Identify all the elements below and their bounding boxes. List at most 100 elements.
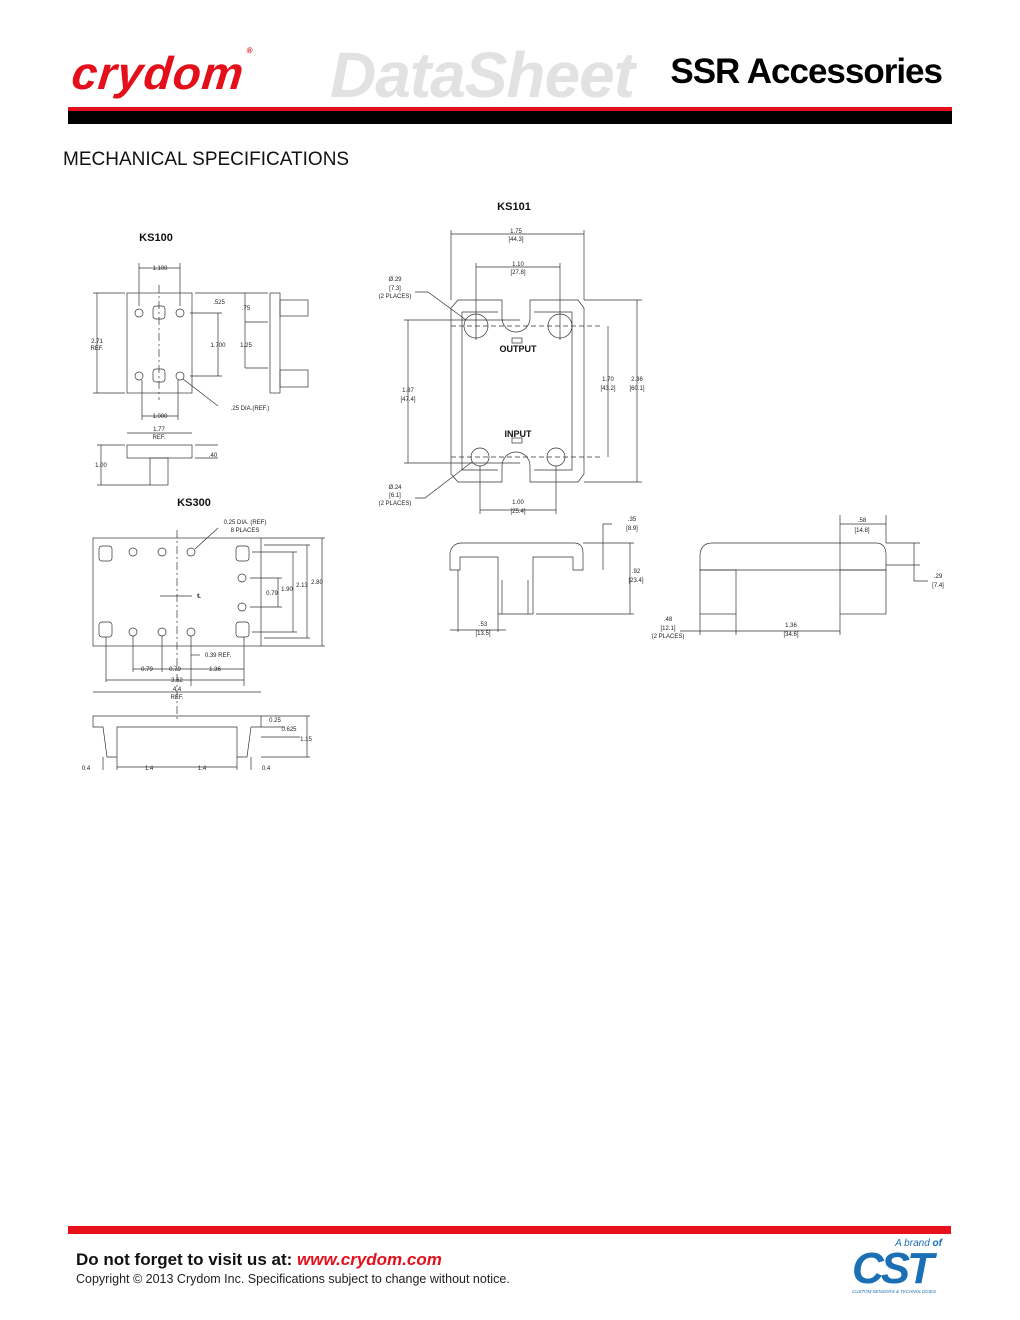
ks300-title: KS300	[177, 497, 211, 509]
dimension-label: [7.3]	[389, 286, 401, 292]
dimension-label: [13.5]	[475, 631, 490, 637]
header-black-bar	[68, 111, 952, 124]
dimension-label: 0.4	[82, 766, 91, 772]
dimension-label: 1.70	[602, 377, 614, 383]
dimension-label: 0.79	[169, 667, 181, 673]
dimension-label: [12.1]	[660, 626, 675, 632]
dim-75: .75	[242, 306, 251, 312]
ks100-plate	[126, 292, 193, 394]
dim-177: 1.77	[153, 427, 165, 433]
ks100-bottom-view	[126, 444, 193, 459]
dimension-label: 1.4	[145, 766, 154, 772]
output-label: OUTPUT	[500, 344, 538, 354]
dimension-label: .29	[934, 574, 943, 580]
dimension-label: .58	[858, 518, 867, 524]
dimension-label: 0.79	[266, 591, 278, 597]
datasheet-watermark: DataSheet	[330, 39, 635, 111]
dimension-label: [14.8]	[854, 528, 869, 534]
dimension-label: .48	[664, 617, 673, 623]
dimension-label: (2 PLACES)	[652, 634, 685, 640]
dimension-label: [23.4]	[628, 578, 643, 584]
dim-hole-dia: .25 DIA.(REF.)	[231, 406, 270, 412]
dimension-label: [7.4]	[932, 583, 944, 589]
ks300-drawing: KS300 0.25 DIA. (REF)8 PLACES 0.791.90 2…	[82, 497, 325, 772]
dimension-label: [44.3]	[508, 237, 523, 243]
website-link[interactable]: www.crydom.com	[297, 1250, 442, 1269]
ks101-front-view	[449, 542, 584, 615]
dimension-label: 0.79	[141, 667, 153, 673]
dim-271: 2.71	[91, 339, 103, 345]
dimension-label: 1.00	[512, 500, 524, 506]
dimension-label: 1.36	[785, 623, 797, 629]
dimension-label: 0.625	[281, 727, 297, 733]
input-label: INPUT	[505, 429, 533, 439]
cst-brand-logo: A brand of CST CUSTOM SENSORS & TECHNOLO…	[848, 1238, 948, 1298]
ks101-side-view	[699, 542, 887, 571]
header-red-bar	[68, 107, 952, 112]
ks101-outline	[450, 299, 585, 483]
ks100-drawing: KS100 1.100 2.71 REF. .525 1.700 .75 1.2…	[90, 232, 309, 486]
dimension-label: 1.10	[512, 262, 524, 268]
brand-prefix: A brand	[895, 1238, 933, 1249]
cst-logo-mark: CST	[852, 1244, 934, 1293]
visit-prefix: Do not forget to visit us at:	[76, 1250, 297, 1269]
dimension-label: 1.75	[510, 229, 522, 235]
dimension-label: [25.4]	[510, 509, 525, 515]
dimension-label: 1.4	[198, 766, 207, 772]
dimension-label: [60.1]	[629, 386, 644, 392]
dimension-label: 2.13	[296, 583, 308, 589]
ks101-drawing: KS101 OUTPUT INPUT 1.75 [44.3] 1.10 [27.8]…	[379, 201, 945, 640]
section-title: MECHANICAL SPECIFICATIONS	[63, 149, 350, 170]
dimension-label: 4.4	[173, 687, 182, 693]
dim-1000: 1.000	[152, 414, 168, 420]
copyright: Copyright © 2013 Crydom Inc. Specificati…	[76, 1272, 510, 1286]
dimension-label: .53	[479, 622, 488, 628]
dimension-label: [6.1]	[389, 493, 401, 499]
dimension-label: 2.80	[311, 580, 323, 586]
ks100-side-view	[269, 292, 281, 394]
dimension-label: ℄	[196, 594, 201, 600]
ks101-title: KS101	[497, 201, 531, 213]
dimension-label: 1.90	[281, 587, 293, 593]
dim-40: .40	[209, 453, 218, 459]
dimension-label: .35	[628, 517, 637, 523]
dimension-label: [27.8]	[510, 270, 525, 276]
dimension-label: Ø.29	[388, 277, 402, 283]
dimension-label: 0.25	[269, 718, 281, 724]
dim-525: .525	[213, 300, 225, 306]
brand-of: of	[932, 1238, 942, 1249]
ks100-holes	[134, 305, 185, 383]
dim-1700: 1.700	[210, 343, 226, 349]
dim-177-ref: REF.	[152, 435, 165, 441]
visit-line: Do not forget to visit us at: www.crydom…	[76, 1250, 442, 1270]
brand-tagline: A brand of	[895, 1238, 942, 1250]
dimension-label: (2 PLACES)	[379, 501, 412, 507]
cst-subtitle: CUSTOM SENSORS & TECHNOLOGIES	[852, 1289, 936, 1294]
document-title: SSR Accessories	[670, 52, 943, 91]
dimension-label: REF.	[170, 695, 183, 701]
dimension-label: 1.87	[402, 388, 414, 394]
dimension-label: 0.4	[262, 766, 271, 772]
dim-125: 1.25	[240, 343, 252, 349]
dim-100: 1.00	[95, 463, 107, 469]
footer-red-bar	[68, 1226, 951, 1234]
dimension-label: 0.39 REF.	[205, 653, 232, 659]
dimension-label: 0.25 DIA. (REF)	[224, 520, 267, 526]
ks100-title: KS100	[139, 232, 173, 244]
dim-271-ref: REF.	[90, 346, 103, 352]
dim-1100: 1.100	[152, 266, 168, 272]
dimension-label: [47.4]	[400, 397, 415, 403]
dimension-label: Ø.24	[388, 485, 402, 491]
dimension-label: [8.9]	[626, 526, 638, 532]
ks300-side-view	[92, 715, 262, 758]
dimension-label: 1.36	[209, 667, 221, 673]
dimension-label: .92	[632, 569, 641, 575]
dimension-label: 2.36	[631, 377, 643, 383]
dimension-label: [34.6]	[783, 632, 798, 638]
dimension-label: 8 PLACES	[231, 528, 260, 534]
dimension-label: [43.2]	[600, 386, 615, 392]
dimension-label: 3.62	[171, 678, 183, 684]
dimension-label: (2 PLACES)	[379, 294, 412, 300]
dimension-label: 1.15	[300, 737, 312, 743]
